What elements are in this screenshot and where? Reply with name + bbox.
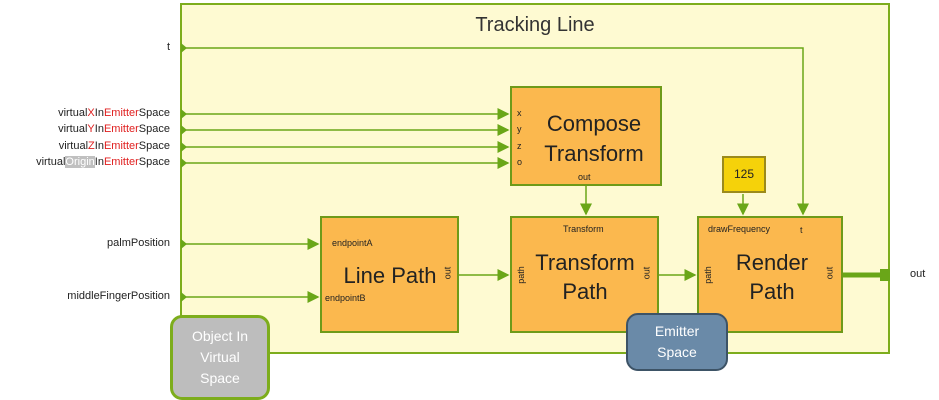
- input-virtual-y-label: virtualYInEmitterSpace: [58, 123, 170, 135]
- transform-path-port-path: path: [515, 266, 526, 284]
- input-middle-finger-position-label: middleFingerPosition: [67, 290, 170, 302]
- input-virtual-x-label: virtualXInEmitterSpace: [58, 107, 170, 119]
- compose-port-y: y: [517, 124, 522, 134]
- render-path-title-2: Path: [749, 279, 795, 304]
- emitter-space-badge: Emitter Space: [626, 313, 728, 371]
- transform-path-port-transform: Transform: [563, 224, 604, 234]
- line-path-port-endpointB: endpointB: [325, 293, 366, 303]
- transform-path-title-1: Transform: [535, 250, 635, 275]
- constant-node[interactable]: 125: [722, 156, 766, 193]
- object-badge-line-2: Virtual: [200, 349, 240, 365]
- line-path-node[interactable]: [320, 216, 459, 333]
- line-path-title: Line Path: [343, 263, 437, 288]
- input-t-label: t: [166, 41, 170, 53]
- render-path-port-t: t: [800, 225, 803, 235]
- render-path-port-out: out: [824, 266, 835, 280]
- compose-port-out: out: [578, 172, 591, 182]
- transform-path-port-out: out: [641, 266, 652, 280]
- compose-port-x: x: [517, 108, 522, 118]
- compose-transform-title-2: Transform: [544, 141, 644, 166]
- compose-transform-title-1: Compose: [546, 111, 642, 136]
- line-path-port-out: out: [442, 266, 453, 280]
- diagram-title: Tracking Line: [475, 14, 595, 36]
- object-in-virtual-space-badge: Object In Virtual Space: [170, 315, 270, 400]
- emitter-badge-line-1: Emitter: [654, 323, 700, 339]
- input-palm-position-label: palmPosition: [107, 237, 170, 249]
- object-badge-line-3: Space: [200, 370, 240, 386]
- input-virtual-z-label: virtualZInEmitterSpace: [58, 140, 170, 152]
- input-virtual-origin-label: virtualOriginInEmitterSpace: [36, 156, 170, 168]
- compose-transform-node[interactable]: [510, 86, 662, 186]
- compose-port-o: o: [517, 157, 523, 167]
- output-port: [880, 269, 890, 281]
- render-path-title-1: Render: [735, 250, 809, 275]
- render-path-port-drawfrequency: drawFrequency: [708, 224, 771, 234]
- compose-port-z: z: [517, 141, 522, 151]
- line-path-port-endpointA: endpointA: [332, 238, 373, 248]
- transform-path-title-2: Path: [562, 279, 608, 304]
- wire-t: [183, 47, 809, 216]
- render-path-port-path: path: [702, 266, 713, 284]
- output-label: out: [910, 268, 926, 280]
- object-badge-line-1: Object In: [191, 328, 249, 344]
- emitter-badge-line-2: Space: [657, 344, 697, 360]
